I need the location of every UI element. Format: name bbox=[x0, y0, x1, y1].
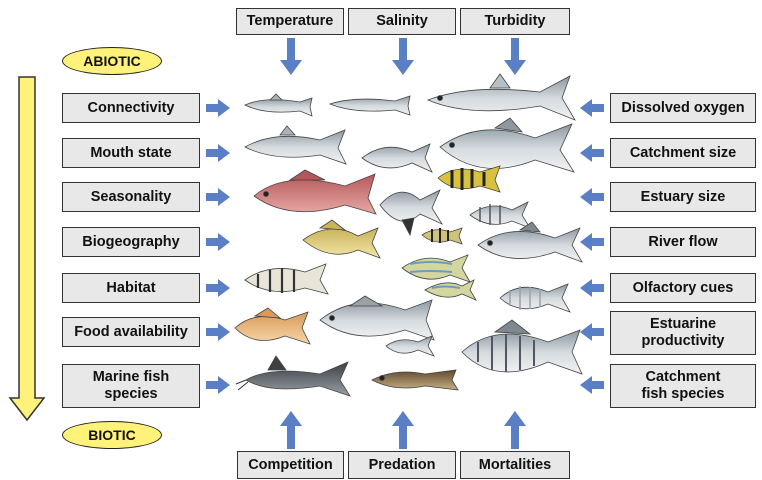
fish-small-striped bbox=[422, 228, 462, 244]
top-arrows bbox=[280, 38, 526, 75]
left-arrows bbox=[206, 99, 230, 394]
fish-yellow-grunter bbox=[303, 220, 380, 258]
fish-spotted-grunter bbox=[320, 296, 434, 340]
fish-orange bbox=[235, 308, 310, 344]
fish-large-silver bbox=[428, 74, 575, 120]
fish-bream-right bbox=[500, 284, 570, 312]
fish-blue-striped-2 bbox=[425, 280, 476, 300]
fish-small-bream bbox=[362, 144, 432, 172]
fish-blue-striped-1 bbox=[402, 255, 470, 282]
fish-small-silver-2 bbox=[330, 96, 410, 115]
fish-striped-yellow bbox=[438, 166, 500, 192]
fish-small-grey bbox=[386, 336, 434, 356]
fish-moony bbox=[380, 190, 442, 235]
fish-goby bbox=[372, 370, 458, 390]
fish-kingfish bbox=[478, 222, 582, 262]
fish-trevally-small bbox=[470, 202, 530, 228]
bottom-arrows bbox=[280, 411, 526, 449]
fish-catfish bbox=[236, 356, 350, 396]
fish-red-snapper bbox=[254, 170, 376, 214]
fish-kob bbox=[440, 118, 574, 172]
fish-small-silver-1 bbox=[245, 94, 312, 116]
fish-illustrations bbox=[235, 74, 582, 396]
gradient-arrow bbox=[10, 77, 44, 420]
fish-mullet bbox=[245, 126, 346, 164]
fish-striped-grunter bbox=[245, 264, 328, 294]
right-arrows bbox=[580, 99, 604, 394]
fish-large-striped bbox=[462, 320, 582, 374]
